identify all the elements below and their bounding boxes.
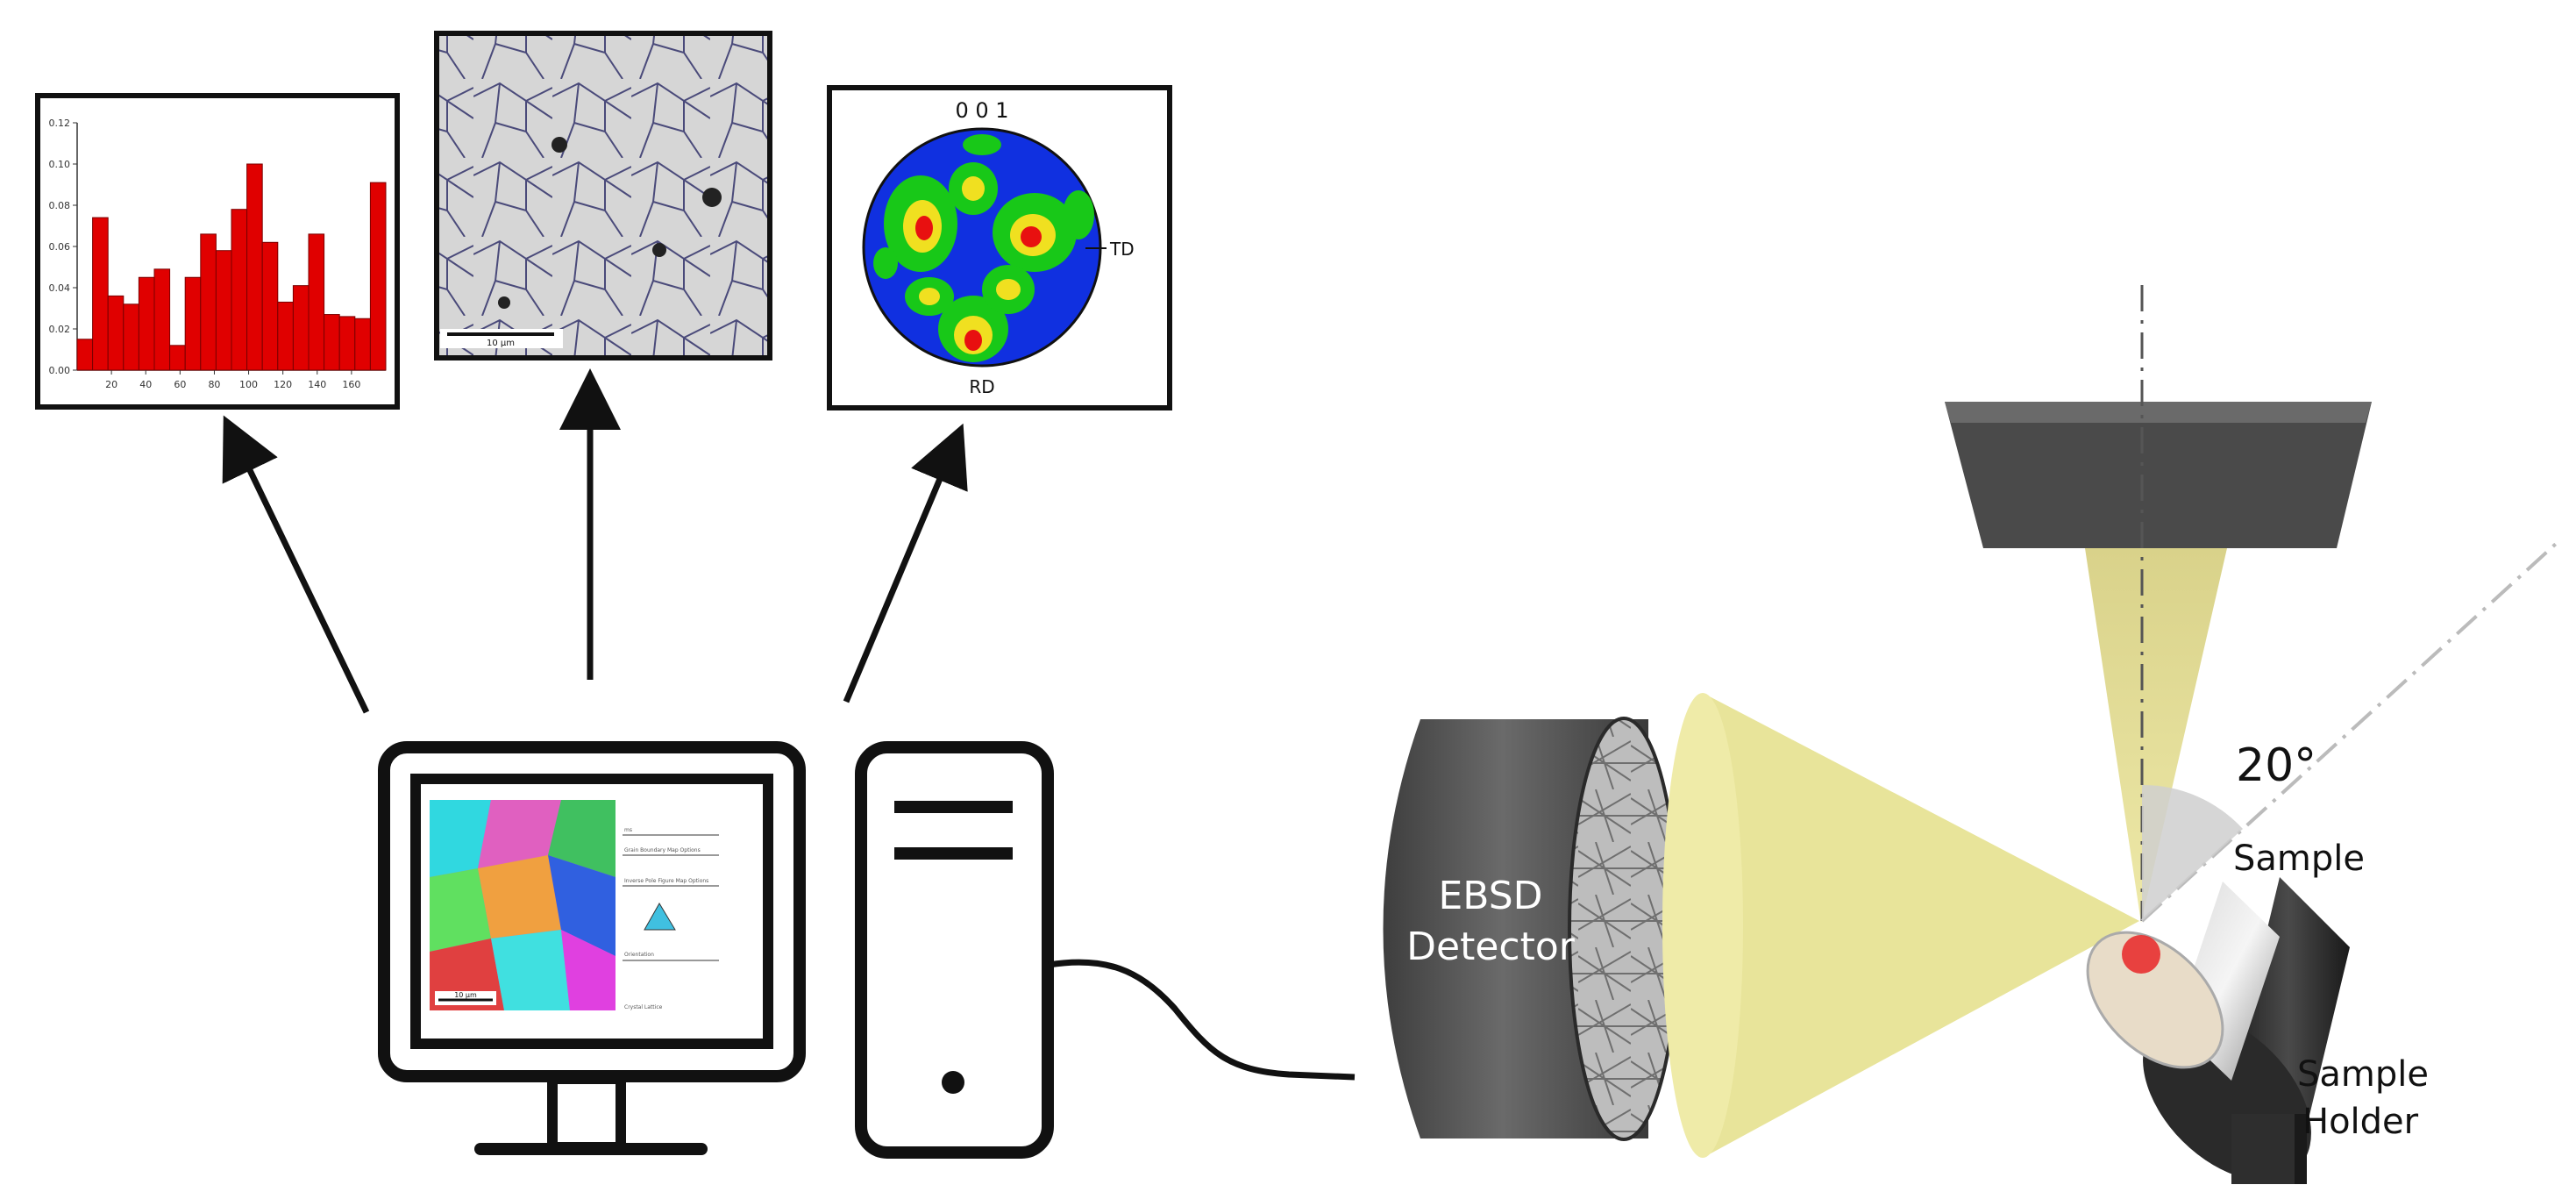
histogram-y-tick-label: 0.06 bbox=[49, 241, 71, 253]
holder-label-line1: Sample bbox=[2297, 1054, 2429, 1095]
tilt-angle-label: 20° bbox=[2236, 739, 2316, 792]
histogram-bar bbox=[231, 209, 248, 371]
histogram-x-tick-label: 160 bbox=[342, 379, 360, 390]
pole-piece-top bbox=[1945, 402, 2372, 423]
monitor-panel-line: Inverse Pole Figure Map Options bbox=[624, 878, 708, 884]
computer-tower bbox=[855, 741, 1054, 1159]
histogram-x-tick-label: 60 bbox=[174, 379, 186, 390]
histogram-x-tick-label: 80 bbox=[208, 379, 220, 390]
grain-map-pore bbox=[652, 243, 666, 257]
histogram-x-tick-label: 40 bbox=[139, 379, 152, 390]
histogram-y-tick-label: 0.10 bbox=[49, 159, 71, 170]
histogram-x-tick-label: 140 bbox=[308, 379, 326, 390]
histogram-bar bbox=[338, 316, 356, 371]
histogram-bar bbox=[246, 163, 263, 371]
histogram-plot: 0.00 0.02 0.04 0.06 0.08 0.10 0.12 20 40 60 80 100 1… bbox=[49, 118, 387, 390]
monitor-neck bbox=[547, 1074, 626, 1153]
beam-spot bbox=[2122, 935, 2160, 974]
pole-figure-rd-label: RD bbox=[969, 376, 994, 397]
histogram-bar bbox=[153, 268, 171, 371]
detector-label-line1: EBSD bbox=[1438, 874, 1542, 918]
monitor-panel-line: ms bbox=[624, 827, 632, 833]
arrow-to-pole-figure bbox=[843, 423, 968, 703]
monitor-panel-line: Orientation bbox=[624, 952, 654, 958]
sample-label: Sample bbox=[2233, 839, 2365, 879]
histogram-bar bbox=[292, 285, 310, 371]
histogram-bar bbox=[184, 276, 202, 371]
pole-figure-contours bbox=[873, 134, 1094, 362]
grain-map-panel: 10 µm bbox=[434, 31, 772, 360]
sample-surface bbox=[2086, 931, 2224, 1069]
monitor-scale-label: 10 µm bbox=[454, 991, 477, 999]
tilt-angle-wedge bbox=[2142, 784, 2243, 921]
data-cable bbox=[1048, 959, 1356, 1081]
ipf-key-triangle bbox=[644, 903, 676, 931]
holder-stem bbox=[2231, 1114, 2295, 1184]
pole-piece bbox=[1945, 402, 2372, 548]
monitor-panel-line: Grain Boundary Map Options bbox=[624, 847, 701, 853]
histogram-panel: 0.00 0.02 0.04 0.06 0.08 0.10 0.12 20 40 60 80 100 1… bbox=[35, 93, 400, 410]
grain-map-scale-label: 10 µm bbox=[487, 339, 515, 348]
electron-beam bbox=[2085, 548, 2227, 923]
diffraction-cone bbox=[1662, 693, 2139, 1158]
histogram-y-tick-label: 0.12 bbox=[49, 118, 71, 129]
pole-figure-title: 0 0 1 bbox=[955, 98, 1008, 123]
tower-power-button bbox=[942, 1071, 964, 1094]
ipf-map-image: 10 µm bbox=[430, 800, 616, 1010]
pole-figure-panel: 0 0 1 TD RD bbox=[827, 85, 1172, 410]
histogram-bar bbox=[369, 182, 387, 371]
histogram-y-tick-label: 0.00 bbox=[49, 365, 71, 376]
monitor-side-panel: ms Grain Boundary Map Options Inverse Po… bbox=[623, 827, 719, 1010]
diffraction-cone-body bbox=[1703, 693, 2139, 1158]
computer-monitor: 10 µm ms Grain Boundary Map Options Inve… bbox=[378, 741, 806, 1155]
pole-figure-td-label: TD bbox=[1109, 239, 1135, 260]
histogram-y-tick-label: 0.04 bbox=[49, 282, 71, 294]
arrow-to-histogram bbox=[222, 415, 370, 714]
grain-map-pore bbox=[498, 296, 510, 309]
histogram-bar bbox=[138, 276, 155, 371]
histogram-x-tick-label: 120 bbox=[274, 379, 292, 390]
histogram-bar bbox=[169, 345, 186, 371]
histogram-bar bbox=[107, 295, 125, 371]
histogram-bar bbox=[215, 250, 232, 371]
histogram-bar bbox=[123, 303, 139, 371]
histogram-bar bbox=[92, 217, 109, 371]
holder-stem-shade bbox=[2295, 1114, 2307, 1184]
histogram-bar bbox=[354, 318, 371, 371]
histogram-y-tick-label: 0.08 bbox=[49, 200, 71, 211]
monitor-panel-line: Crystal Lattice bbox=[624, 1004, 663, 1010]
histogram-x-tick-label: 100 bbox=[239, 379, 258, 390]
output-arrows bbox=[222, 368, 968, 714]
histogram-bar bbox=[76, 339, 94, 371]
detector-phosphor-screen bbox=[1568, 717, 1680, 1141]
histogram-y-tick-label: 0.02 bbox=[49, 324, 71, 335]
diffraction-cone-base bbox=[1662, 693, 1743, 1158]
holder-label-line2: Holder bbox=[2302, 1102, 2419, 1142]
histogram-bar bbox=[308, 233, 325, 371]
ebsd-detector: EBSD Detector bbox=[1383, 717, 1680, 1141]
histogram-bar bbox=[200, 233, 217, 371]
grain-map-pore bbox=[702, 188, 722, 207]
histogram-x-tick-label: 20 bbox=[105, 379, 117, 390]
histogram-bar bbox=[324, 314, 340, 371]
sample-stage: Sample Sample Holder bbox=[2086, 839, 2429, 1184]
detector-label-line2: Detector bbox=[1406, 924, 1576, 969]
grain-map-pore bbox=[551, 137, 567, 153]
histogram-bar bbox=[261, 241, 279, 371]
sem-column: 20° bbox=[1945, 285, 2558, 923]
histogram-bar bbox=[277, 301, 294, 371]
